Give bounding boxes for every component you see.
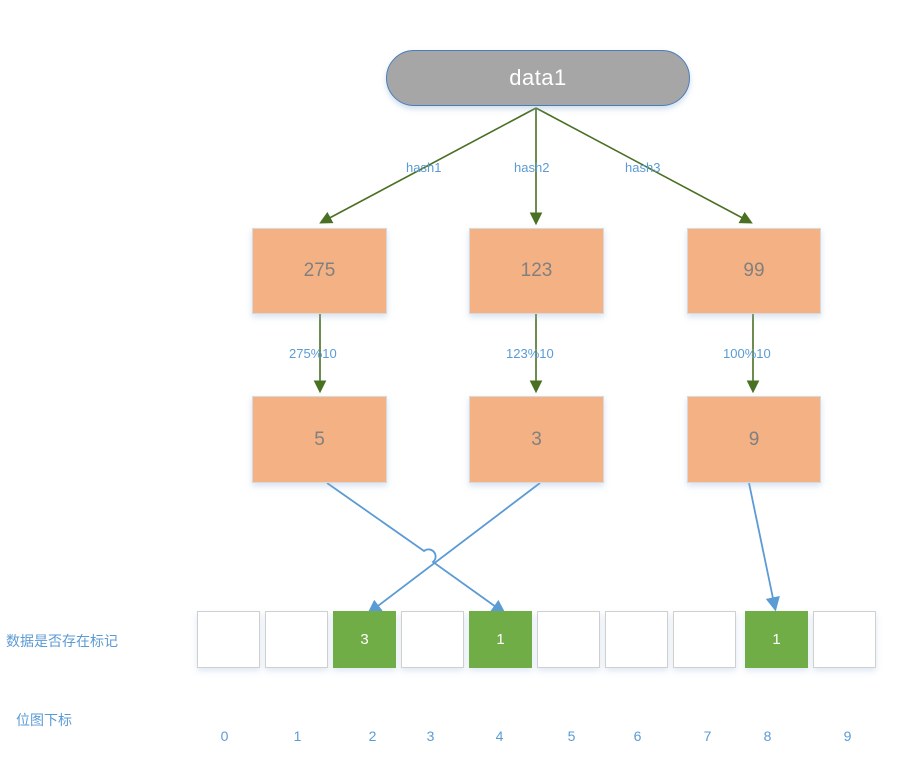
mod-value-box-5[interactable]: 5 [252,396,387,483]
bitmap-index-2: 2 [368,728,377,744]
mod-value-box-3[interactable]: 3 [469,396,604,483]
bitmap-cell-2[interactable]: 3 [333,611,396,668]
mod-value-label-5: 5 [314,428,325,450]
root-node-data1[interactable]: data1 [386,50,690,106]
bitmap-cell-0[interactable] [197,611,260,668]
mod-value-label-3: 3 [531,428,542,450]
root-node-label: data1 [509,65,567,90]
edge-label-hash1: hash1 [406,160,442,175]
bitmap-cell-3[interactable] [401,611,464,668]
caption-presence-flag: 数据是否存在标记 [6,633,118,649]
bitmap-cell-6[interactable] [605,611,668,668]
bitmap-index-9: 9 [843,728,852,744]
bitmap-cell-4[interactable]: 1 [469,611,532,668]
bitmap-index-0: 0 [220,728,229,744]
edge-9-to-bit8 [748,482,780,612]
bitmap-cell-9[interactable] [813,611,876,668]
bitmap-cell-1[interactable] [265,611,328,668]
hash-value-box-99[interactable]: 99 [687,228,821,314]
bitmap-index-1: 1 [293,728,302,744]
edge-5-to-bit4 [326,482,506,615]
caption-bitmap-index: 位图下标 [16,712,72,728]
mod-value-label-9: 9 [748,428,760,450]
bitmap-cell-8[interactable]: 1 [745,611,808,668]
edge-label-hash2: hash2 [514,160,550,175]
bitmap-cell-value-4: 1 [496,631,505,648]
bitmap-index-8: 8 [763,728,772,744]
hash-value-label-123: 123 [520,260,553,281]
hash-value-box-275[interactable]: 275 [252,228,387,314]
edge-label-hash3: hash3 [625,160,661,175]
hash-value-box-123[interactable]: 123 [469,228,604,314]
bitmap-index-4: 4 [495,728,504,744]
hash-value-label-99: 99 [743,260,765,281]
bitmap-index-5: 5 [567,728,576,744]
edge-label-mod3: 100%10 [723,346,771,361]
edge-3-to-bit2 [367,482,541,615]
bitmap-cell-7[interactable] [673,611,736,668]
bitmap-index-6: 6 [633,728,642,744]
mod-value-box-9[interactable]: 9 [687,396,821,483]
bitmap-cell-value-8: 1 [772,631,781,648]
bitmap-cell-value-2: 3 [360,631,369,648]
edge-label-mod2: 123%10 [506,346,554,361]
bitmap-cell-5[interactable] [537,611,600,668]
hash-value-label-275: 275 [303,260,336,281]
bitmap-index-7: 7 [703,728,712,744]
bitmap-index-3: 3 [426,728,435,744]
edge-label-mod1: 275%10 [289,346,337,361]
